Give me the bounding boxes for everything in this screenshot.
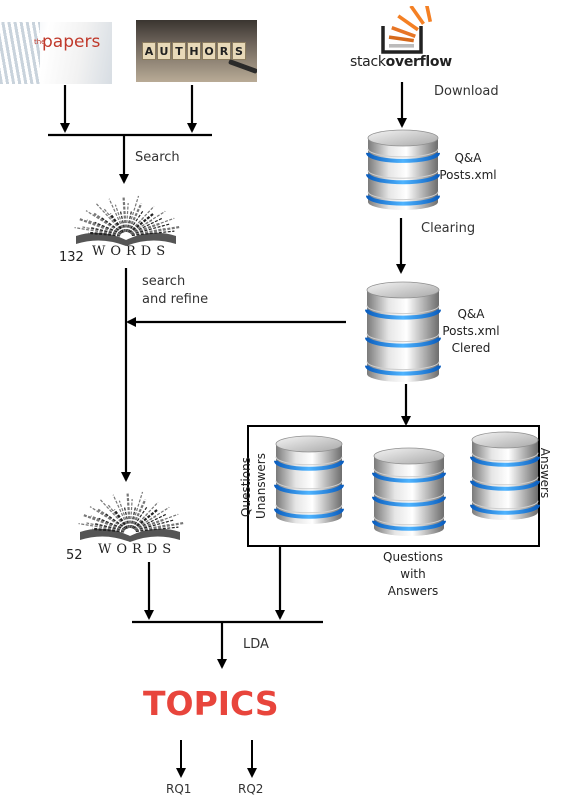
caption-line: Questions <box>239 457 253 517</box>
step-search-refine-1: search <box>142 274 186 289</box>
db-qa-cleared-caption: Q&A Posts.xml Clered <box>440 306 502 357</box>
db-unanswered <box>274 435 344 524</box>
caption-line: Answers <box>538 447 552 499</box>
words-label: WORDS <box>98 542 177 557</box>
caption-line: Questions <box>383 550 443 564</box>
caption-line: Posts.xml <box>439 168 497 182</box>
stackoverflow-icon <box>381 1 433 54</box>
caption-line: Posts.xml <box>442 324 500 338</box>
author-tile: T <box>172 42 186 60</box>
caption-line: Q&A <box>457 307 485 321</box>
step-lda: LDA <box>243 637 269 652</box>
caption-line: with <box>400 567 426 581</box>
words-set-132: WORDS 132 <box>58 186 188 266</box>
words-count: 132 <box>59 250 84 265</box>
author-tile: A <box>142 42 156 60</box>
words-cloud-132 <box>74 195 181 246</box>
words-label: WORDS <box>92 244 171 259</box>
db-qa-posts <box>366 129 440 210</box>
step-clearing: Clearing <box>421 221 476 236</box>
author-tile: H <box>187 42 201 60</box>
papers-title: papers <box>42 32 101 52</box>
stackoverflow-wordmark: stackoverflow <box>350 54 452 70</box>
stackoverflow-logo: stackoverflow <box>348 1 464 72</box>
db-qa-posts-caption: Q&A Posts.xml <box>436 150 500 184</box>
rq2-label: RQ2 <box>238 782 264 796</box>
topics-title: TOPICS <box>143 684 279 723</box>
caption-line: Clered <box>451 341 491 355</box>
author-tile: R <box>217 42 231 60</box>
step-download: Download <box>434 84 499 99</box>
words-cloud-52 <box>78 491 185 542</box>
step-search: Search <box>135 150 180 165</box>
split-box <box>247 425 540 547</box>
step-search-refine-2: and refine <box>142 292 209 307</box>
papers-image: the papers <box>0 22 112 84</box>
stackoverflow-bold: overflow <box>385 54 452 70</box>
db-questions-with-answers <box>372 447 446 536</box>
author-tile: O <box>202 42 216 60</box>
db-unanswered-caption: Questions Unanswers <box>230 448 280 519</box>
db-answers <box>470 431 540 520</box>
db-qa-cleared <box>365 281 441 382</box>
caption-line: Answers <box>387 584 439 598</box>
author-tile: U <box>157 42 171 60</box>
words-set-52: WORDS 52 <box>64 482 194 563</box>
papers-the-text: the <box>34 38 46 46</box>
author-tile: S <box>232 42 246 60</box>
rq1-label: RQ1 <box>166 782 192 796</box>
words-count: 52 <box>66 548 83 563</box>
questions-with-answers-caption: Questions with Answers <box>378 549 448 600</box>
stackoverflow-light: stack <box>350 54 386 70</box>
caption-line: Q&A <box>454 151 482 165</box>
caption-line: Unanswers <box>254 453 268 519</box>
db-answers-caption: Answers <box>530 448 560 502</box>
